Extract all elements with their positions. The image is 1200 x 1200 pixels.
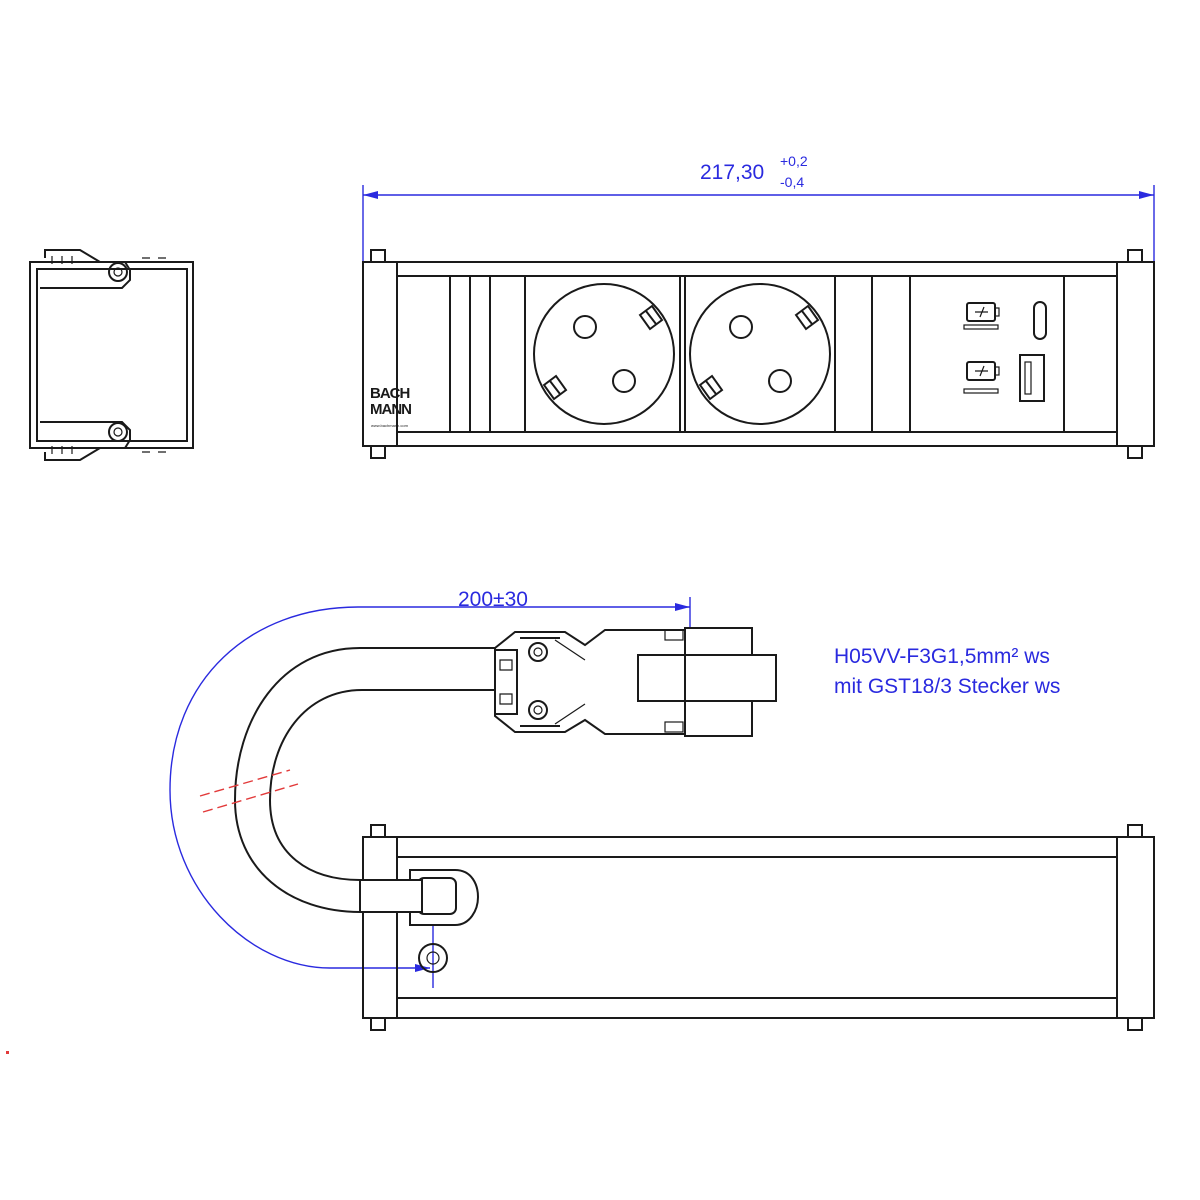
brand-website: www.bachmann.com [371,423,409,428]
socket-1 [533,283,675,425]
plug-connector [494,627,777,737]
length-dimension: 217,30 +0,2 -0,4 [362,153,1155,265]
front-view: 217,30 +0,2 -0,4 [362,153,1155,459]
cable-length-dimension: 200±30 [169,588,691,988]
length-tolerance-upper: +0,2 [780,153,808,169]
side-view [29,249,194,461]
cable [199,647,495,913]
rail-body [359,824,1155,1031]
svg-text:BACH: BACH [370,385,409,402]
usb-a-port [1019,354,1045,402]
usb-c-port [1033,301,1047,340]
plug-spec: mit GST18/3 Stecker ws [834,675,1060,698]
cable-spec: H05VV-F3G1,5mm² ws [834,645,1050,668]
top-view: 200±30 [169,588,1155,1031]
cable-length-value: 200±30 [458,588,528,611]
socket-2 [689,283,831,425]
length-value: 217,30 [700,161,764,184]
brand-logo: BACH MANN www.bachmann.com [370,385,412,428]
usb-module [963,301,1047,402]
cable-note: H05VV-F3G1,5mm² ws mit GST18/3 Stecker w… [834,645,1060,698]
stray-mark [6,1051,9,1054]
svg-text:MANN: MANN [370,401,411,418]
length-tolerance-lower: -0,4 [780,174,804,190]
